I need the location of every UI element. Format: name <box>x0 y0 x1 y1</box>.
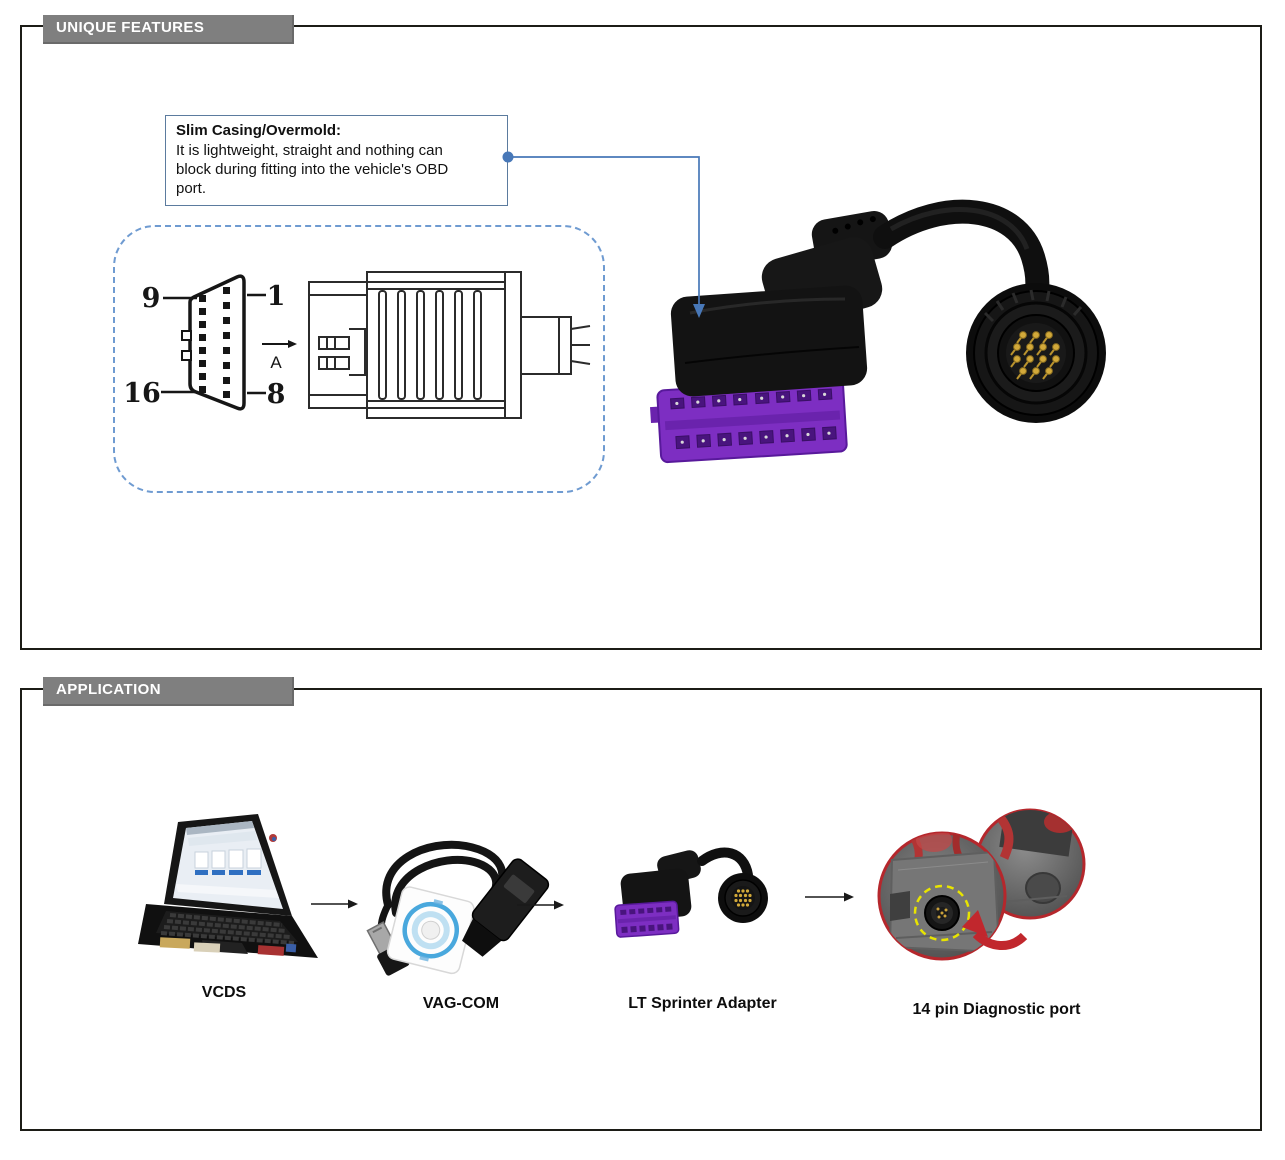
application-header-label: APPLICATION <box>56 681 161 698</box>
connector-technical-drawing: 9 1 16 8 A <box>123 271 591 419</box>
gold-pins <box>1010 331 1060 380</box>
view-label-A: A <box>270 353 282 372</box>
pin-label-1: 1 <box>267 281 286 312</box>
feature-callout-line: block during fitting into the vehicle's … <box>176 161 449 178</box>
feature-callout: Slim Casing/Overmold: It is lightweight,… <box>165 115 508 206</box>
purple-obd2-connector <box>650 378 848 464</box>
application-header: APPLICATION <box>43 677 294 706</box>
obd-plug <box>462 858 550 957</box>
unique-features-header: UNIQUE FEATURES <box>43 15 294 44</box>
highlight-ring <box>913 884 971 942</box>
callout-leader-line-icon <box>502 151 705 318</box>
obd-connector-front-view: 9 1 16 8 <box>123 274 286 411</box>
view-direction-arrow-icon: A <box>262 340 297 372</box>
vcds-laptop-photo <box>138 814 318 958</box>
pin-label-8: 8 <box>267 379 286 410</box>
feature-callout-line: port. <box>176 180 207 197</box>
flow-arrow-icon <box>805 892 854 902</box>
flow-arrow-icon <box>517 900 564 910</box>
step-label-lt-sprinter-adapter: LT Sprinter Adapter <box>628 995 777 1012</box>
adapter-product-photo <box>650 199 1106 464</box>
mini-round-14pin-connector <box>718 873 768 923</box>
pin-label-16: 16 <box>123 378 161 409</box>
diagnostic-port-photo <box>877 808 1086 961</box>
obd-connector-side-view <box>308 271 591 419</box>
step-label-vcds: VCDS <box>201 984 247 1001</box>
flow-arrow-icon <box>311 899 358 909</box>
pin-label-9: 9 <box>142 283 161 314</box>
white-interface-module <box>386 886 475 975</box>
lt-sprinter-adapter-photo <box>614 847 768 938</box>
step-label-14pin-diagnostic-port: 14 pin Diagnostic port <box>912 1001 1081 1018</box>
vag-com-photo <box>366 840 550 976</box>
feature-callout-line: It is lightweight, straight and nothing … <box>176 142 443 159</box>
unique-features-header-label: UNIQUE FEATURES <box>56 19 205 36</box>
red-arrow-icon <box>962 910 1028 950</box>
feature-callout-title: Slim Casing/Overmold: <box>176 122 342 139</box>
mini-purple-obd2-connector <box>614 900 680 938</box>
black-overmold-casing <box>670 210 893 397</box>
step-label-vag-com: VAG-COM <box>422 995 500 1012</box>
round-14pin-connector <box>966 283 1106 423</box>
